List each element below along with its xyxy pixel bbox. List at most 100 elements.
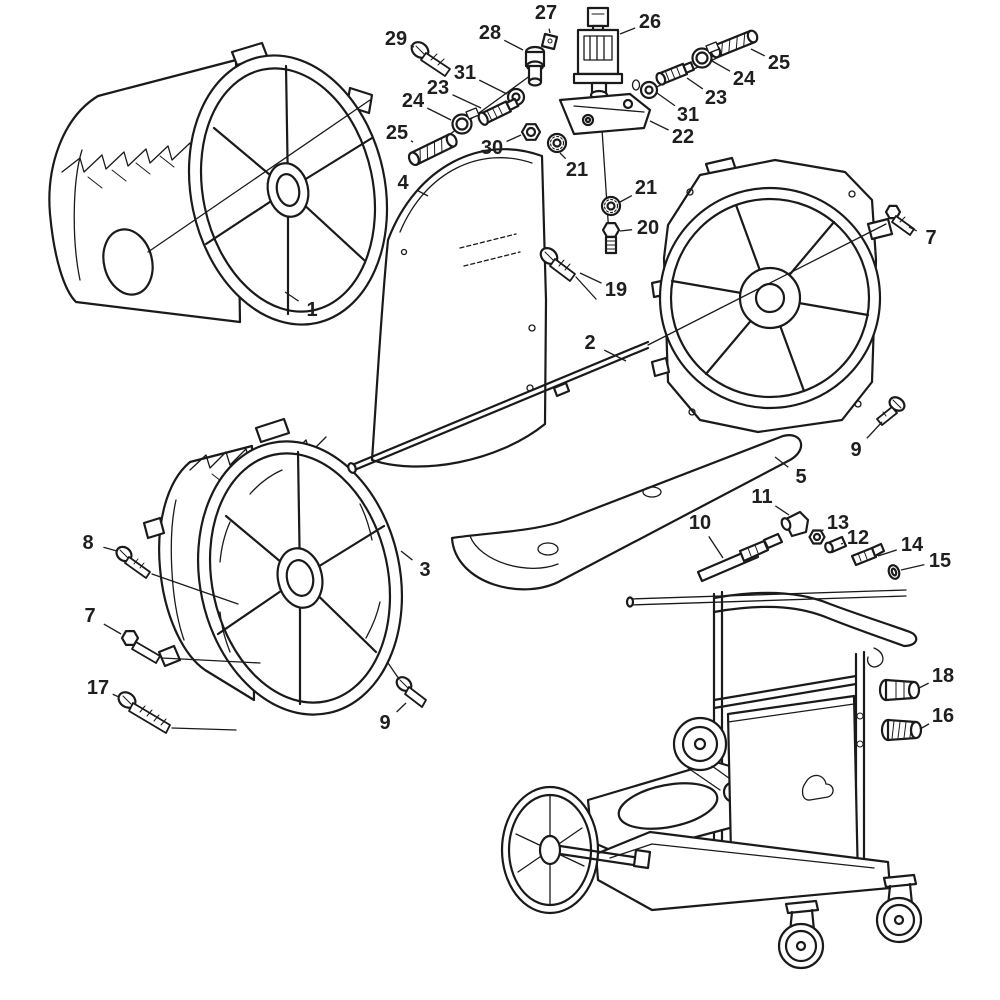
drum-assembly-top-left	[48, 41, 389, 326]
leader-line	[918, 682, 929, 689]
mount-tab	[157, 644, 182, 668]
leader-line	[410, 44, 415, 48]
hub	[276, 547, 324, 609]
outlet-fittings	[878, 678, 923, 742]
leader-line	[750, 48, 765, 57]
fan-ring-inner	[669, 197, 871, 399]
bolt-7-left	[120, 629, 261, 664]
leader-line	[774, 505, 790, 516]
leader-line	[900, 563, 925, 571]
leader-line	[840, 542, 844, 545]
leader-line	[103, 623, 122, 635]
right-screws	[876, 204, 915, 426]
mount-tab	[650, 356, 671, 378]
handle-tube	[712, 591, 918, 648]
part-number-10: 10	[689, 512, 711, 534]
hub-opening	[102, 228, 154, 296]
wheel-hub	[538, 834, 562, 866]
mount-tab	[142, 516, 166, 540]
screw-29	[410, 41, 451, 77]
leader-line	[400, 550, 413, 561]
part-number-2: 2	[584, 332, 595, 354]
hub	[738, 266, 802, 330]
part-number-9: 9	[379, 712, 390, 734]
washer-31-right	[639, 80, 659, 100]
panel-bracket	[801, 774, 834, 801]
leader-line	[410, 140, 414, 143]
hose-clamp-24	[451, 107, 480, 135]
part-number-25: 25	[768, 52, 790, 74]
nut-30	[520, 123, 542, 141]
spokes	[670, 203, 870, 393]
caster-plate	[784, 899, 820, 915]
leader-line	[619, 194, 633, 203]
part-number-4: 4	[397, 172, 409, 194]
part-number-18: 18	[932, 665, 954, 687]
part-number-29: 29	[385, 28, 407, 50]
part-number-23: 23	[705, 87, 727, 109]
part-number-14: 14	[901, 534, 924, 556]
leader-line	[559, 152, 567, 160]
o-ring	[887, 564, 901, 580]
leader-line	[452, 94, 482, 109]
cross-tube	[712, 674, 858, 710]
upper-panel	[370, 148, 548, 468]
part-number-21: 21	[635, 177, 657, 199]
leader-line	[103, 546, 118, 552]
part-number-13: 13	[827, 512, 849, 534]
leader-line	[396, 702, 407, 713]
hex-nut	[808, 529, 826, 545]
shaft-rod	[347, 223, 887, 474]
part-number-9: 9	[850, 439, 861, 461]
fitting-27	[540, 32, 559, 51]
leader-line	[908, 226, 917, 232]
part-number-28: 28	[479, 22, 501, 44]
part-number-21: 21	[566, 159, 588, 181]
leader-line	[503, 39, 524, 51]
mount-tab	[254, 417, 291, 444]
leader-line	[656, 92, 676, 107]
left-screws	[115, 545, 427, 734]
hose-clamp-24-right	[691, 41, 720, 69]
leader-line	[506, 134, 522, 143]
hardware-top-cluster	[407, 6, 759, 300]
hose-barb-23-right	[655, 61, 695, 86]
shelf-opening	[617, 782, 719, 830]
part-number-7: 7	[84, 605, 95, 627]
part-number-30: 30	[481, 137, 503, 159]
leader-line	[820, 529, 824, 532]
leader-line	[919, 723, 930, 730]
hub	[266, 162, 310, 218]
leader-line	[686, 77, 704, 90]
leader-line	[427, 107, 452, 121]
leader-line	[877, 549, 897, 557]
screw-8	[115, 545, 239, 605]
part-number-24: 24	[402, 90, 425, 112]
part-number-24: 24	[733, 68, 756, 90]
screw-9-right	[876, 396, 906, 426]
leader-line	[604, 349, 627, 362]
vent-slots	[219, 469, 381, 653]
part-number-5: 5	[795, 466, 806, 488]
leader-line	[416, 189, 429, 197]
screw-17	[117, 691, 237, 734]
part-number-22: 22	[672, 126, 694, 148]
fan-housing-right	[650, 156, 894, 434]
leader-line	[579, 272, 602, 284]
bolt-20	[601, 222, 621, 255]
cart-assembly	[500, 590, 923, 970]
part-number-1: 1	[306, 299, 317, 321]
part-number-26: 26	[639, 11, 661, 33]
fitting-28	[524, 45, 546, 87]
leader-line	[619, 27, 636, 35]
solenoid-valve-26	[572, 6, 624, 101]
lock-washer-21-lower	[600, 195, 622, 217]
leader-line	[774, 456, 789, 468]
elbow-fitting	[782, 510, 810, 538]
leader-line	[284, 291, 300, 302]
leader-line	[548, 28, 551, 34]
part-number-7: 7	[925, 227, 936, 249]
